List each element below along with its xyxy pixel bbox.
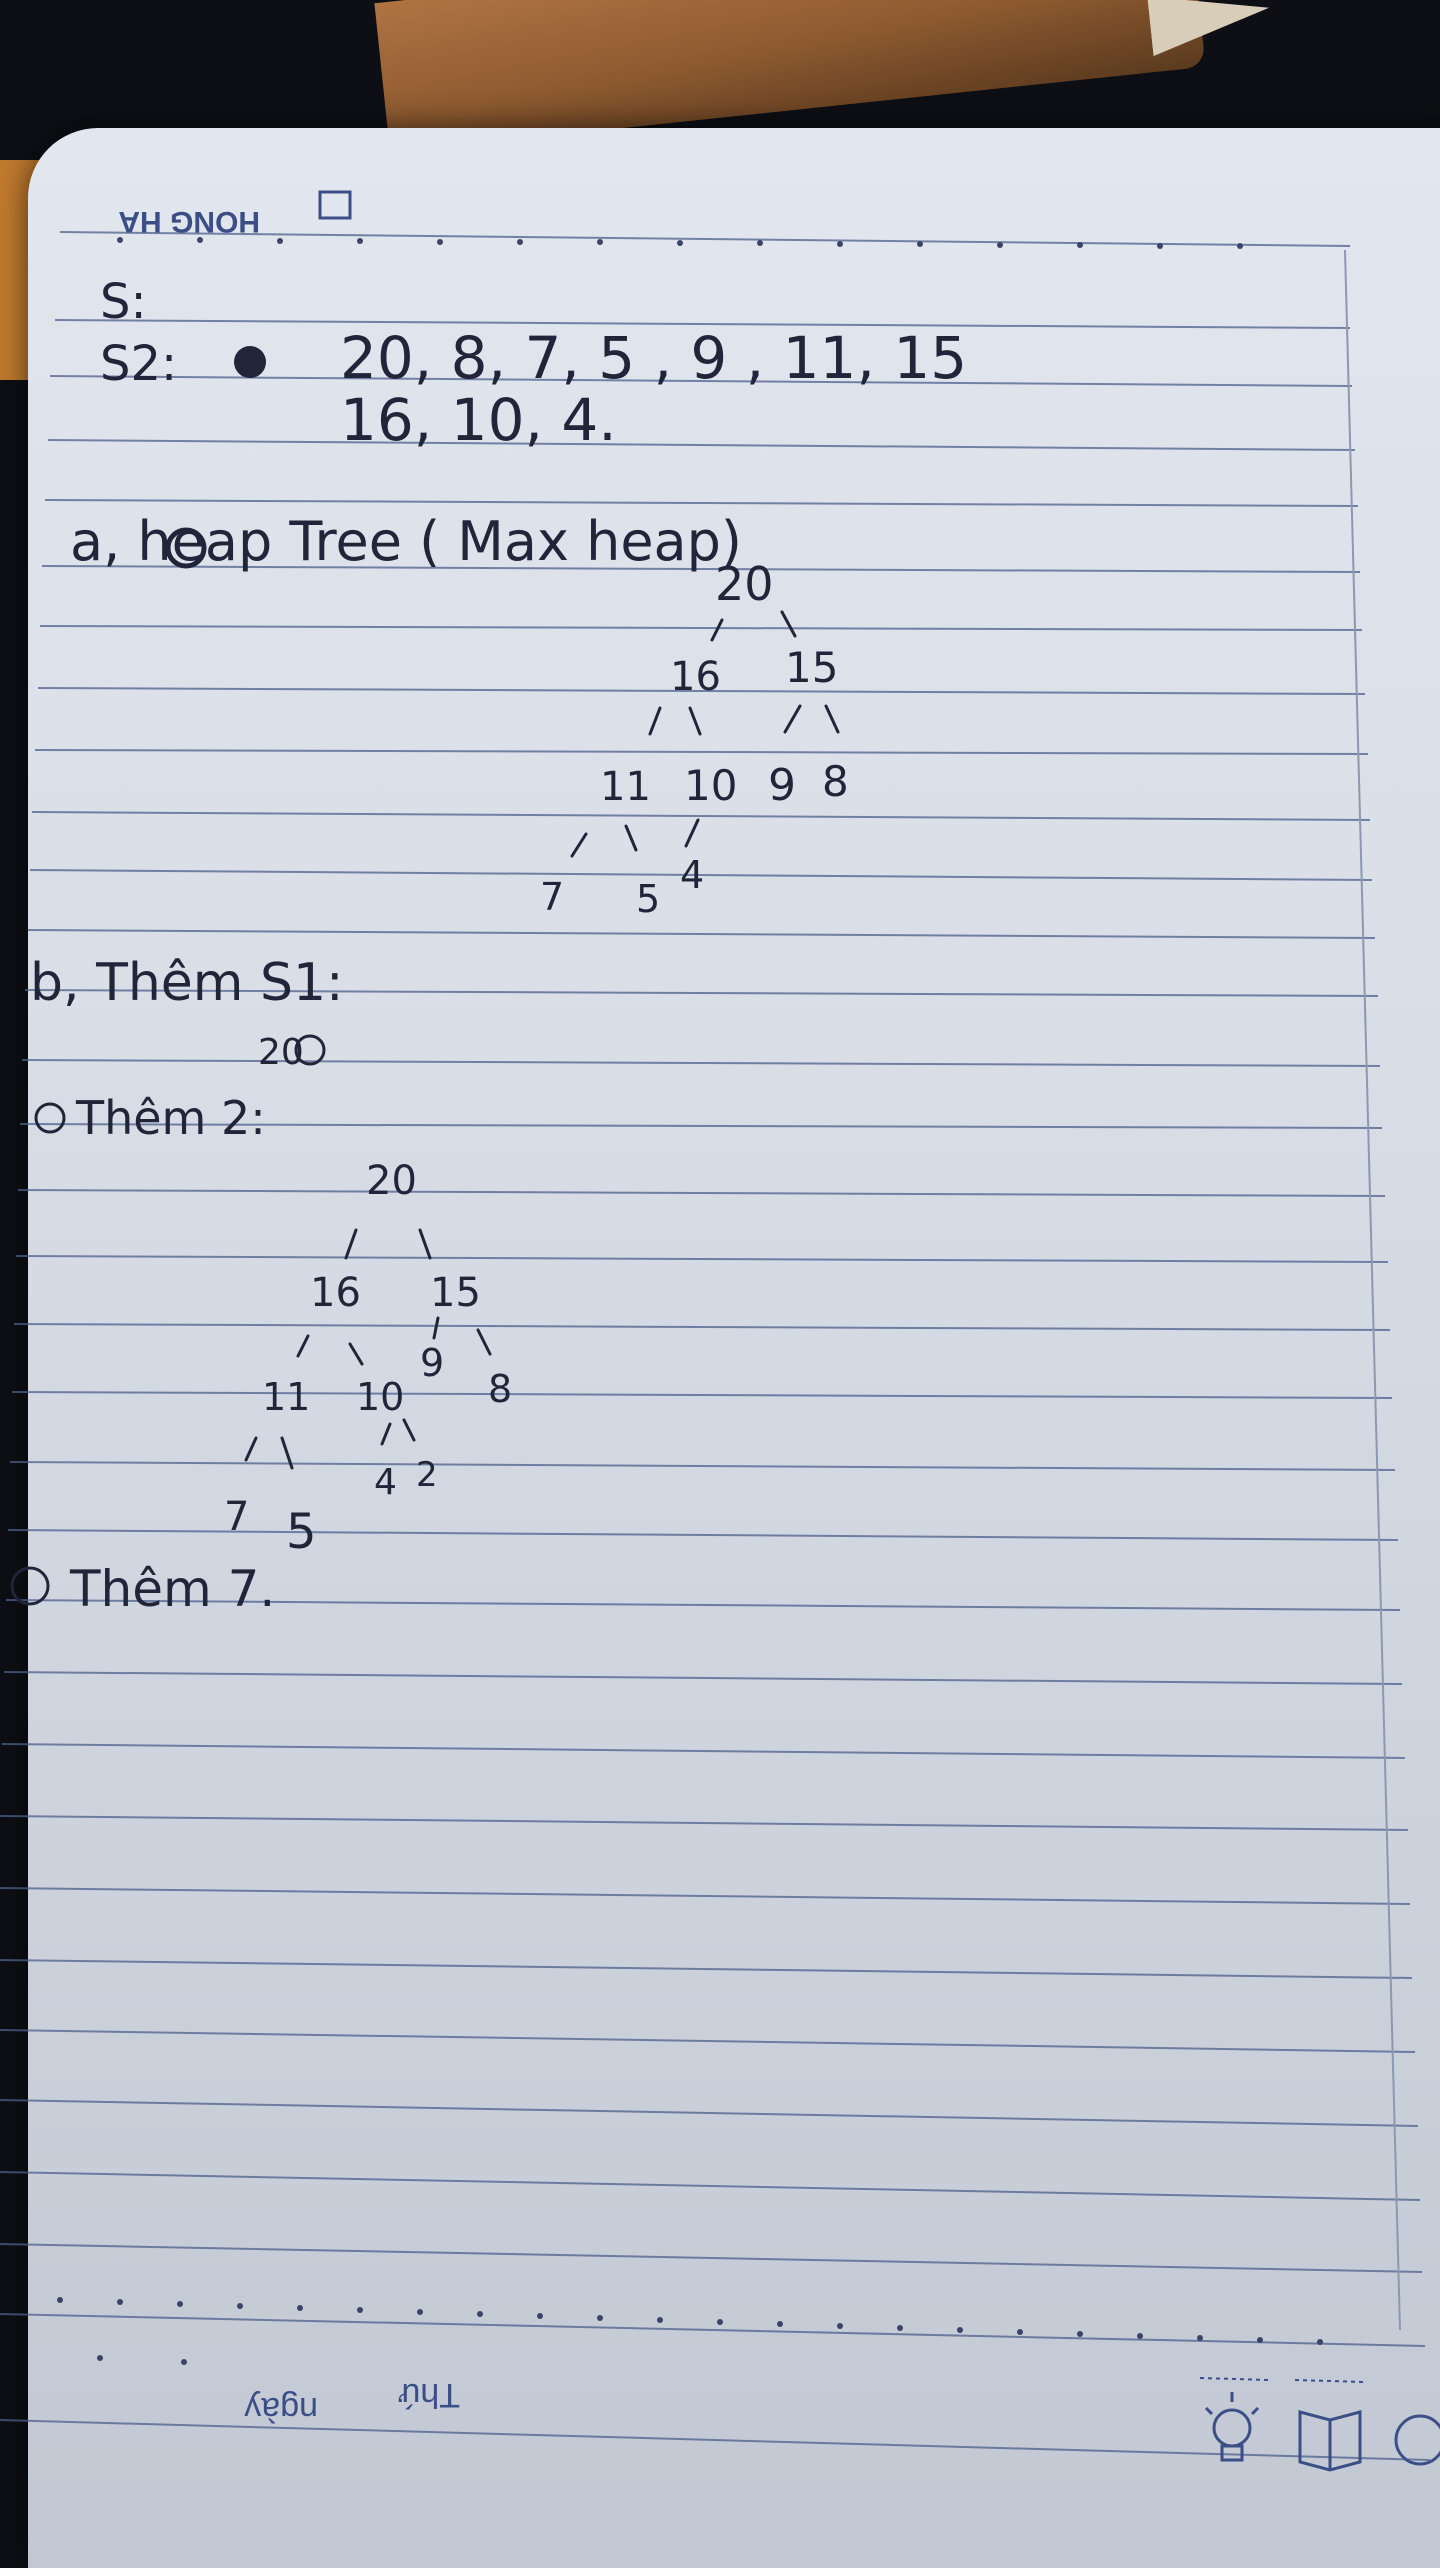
part-b: b, Thêm S1: 20 Thêm 2: xyxy=(30,953,344,1145)
tree-a-node: 10 xyxy=(684,761,737,810)
footer-icons xyxy=(1199,2377,1440,2472)
part-a-title: a, heap Tree ( Max heap) xyxy=(70,510,742,573)
tree-a-node: 9 xyxy=(768,760,796,811)
tree-b-node: 4 xyxy=(374,1462,397,1503)
tree-a-node: 5 xyxy=(636,877,660,921)
part-b-title: b, Thêm S1: xyxy=(30,953,344,1013)
step1-title: Thêm 2: xyxy=(75,1091,266,1145)
tree-a-node: 4 xyxy=(680,853,704,897)
scribble-icon xyxy=(234,346,266,378)
tree-a-node: 8 xyxy=(822,757,849,806)
tree-b-node: 11 xyxy=(262,1375,310,1419)
tree-a-node: 11 xyxy=(600,764,651,810)
scribble-icon-2 xyxy=(165,527,207,569)
circle-icon xyxy=(1394,2414,1440,2466)
tree-b-node: 9 xyxy=(420,1341,444,1385)
svg-text:ngày: ngày xyxy=(244,2390,318,2428)
tree-b-node: 5 xyxy=(286,1504,317,1560)
line-s1: S: xyxy=(100,274,147,330)
line-s2-row1: 20, 8, 7, 5 , 9 , 11, 15 xyxy=(340,324,967,392)
footer-dots xyxy=(57,2297,1323,2365)
tree-a-node: 20 xyxy=(715,557,774,611)
tree-a-node: 16 xyxy=(670,654,721,700)
footer-weekday-label: Thứ xyxy=(398,2376,460,2414)
tree-b-node: 10 xyxy=(356,1375,404,1419)
step2: Thêm 7. xyxy=(10,1560,275,1618)
step2-title: Thêm 7. xyxy=(69,1560,275,1618)
book-icon xyxy=(1298,2410,1362,2472)
tree-a-node: 7 xyxy=(540,875,564,919)
brand-logo-box-icon xyxy=(318,190,352,220)
line-s2-row2: 16, 10, 4. xyxy=(340,386,617,454)
step-number-icon xyxy=(10,1566,50,1606)
brand-logo: HONG HA xyxy=(118,205,260,238)
tree-b-node: 20 xyxy=(366,1158,417,1204)
tree-b-node: 15 xyxy=(430,1270,481,1316)
notebook-page xyxy=(28,128,1440,2568)
lightbulb-icon xyxy=(1204,2392,1260,2462)
svg-text:Thứ: Thứ xyxy=(398,2376,460,2414)
line-s2-label: S2: xyxy=(100,336,177,392)
footer-date-label: ngày xyxy=(244,2390,318,2428)
ruled-lines xyxy=(0,231,1431,2461)
tree-b-node: 2 xyxy=(416,1455,438,1495)
tree-b: 20 16 15 11 10 9 8 7 5 4 2 xyxy=(224,1158,512,1560)
tree-b-node: 16 xyxy=(310,1270,361,1316)
tree-b-node: 7 xyxy=(224,1494,249,1540)
step-number-icon xyxy=(34,1102,66,1134)
tree-a-node: 15 xyxy=(785,643,838,692)
header-dots xyxy=(117,237,1243,249)
tree-b-node: 8 xyxy=(488,1367,512,1411)
svg-text:HONG HA: HONG HA xyxy=(118,205,260,238)
handwriting: S: S2: 20, 8, 7, 5 , 9 , 11, 15 16, 10, … xyxy=(70,274,967,573)
tree-a: 20 16 15 11 10 9 8 7 5 4 xyxy=(540,557,849,921)
circle-mark-icon xyxy=(294,1034,326,1066)
